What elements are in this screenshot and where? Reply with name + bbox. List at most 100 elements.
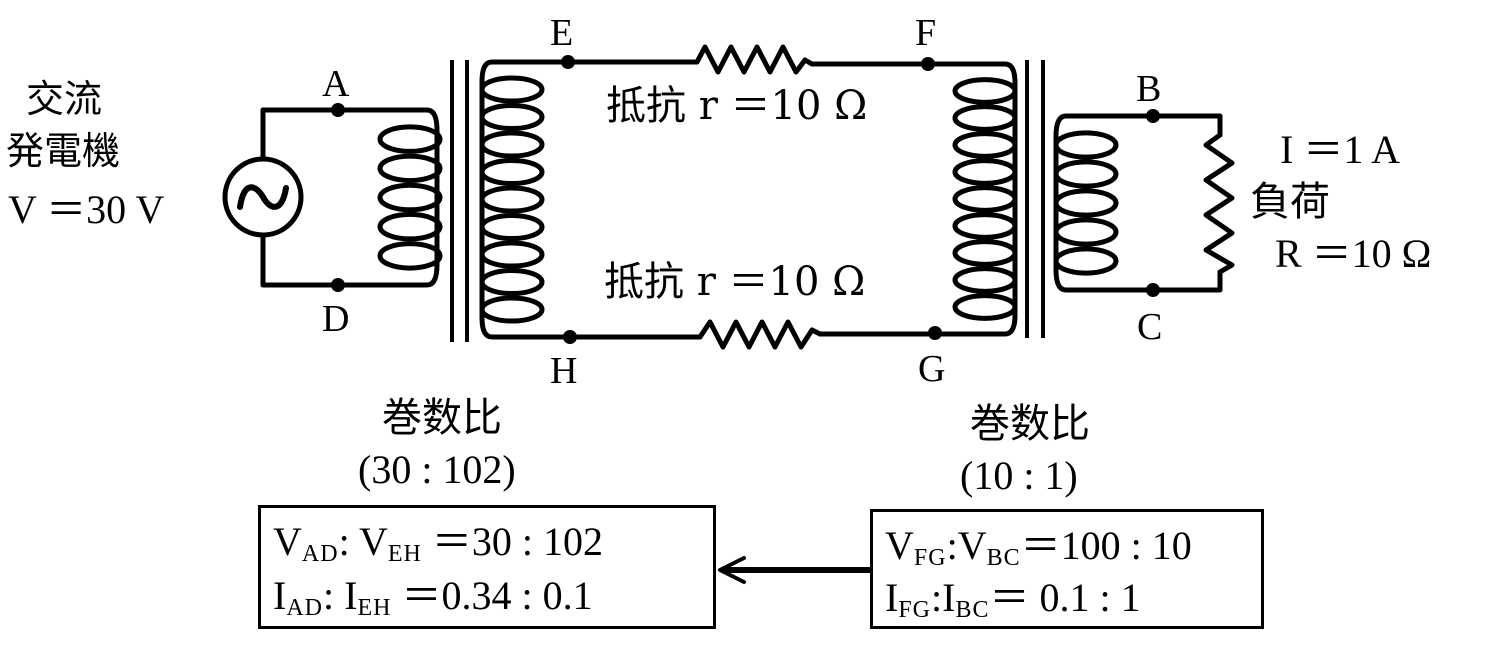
resistor-top-icon bbox=[694, 44, 815, 75]
coil-winding bbox=[397, 107, 440, 288]
generator-title-line1: 交流 bbox=[26, 77, 103, 121]
node-label-D: D bbox=[322, 298, 350, 340]
node-dot-B bbox=[1146, 109, 1160, 123]
node-dot-E bbox=[561, 55, 575, 69]
subscript: BC bbox=[955, 597, 990, 623]
node-label-F: F bbox=[915, 12, 937, 54]
node-label-B: B bbox=[1136, 68, 1162, 110]
turns-ratio-step-up: (30 : 102) bbox=[358, 447, 516, 492]
ac-source-icon bbox=[222, 156, 304, 238]
symbol-i: I bbox=[942, 575, 956, 620]
coil-loop bbox=[952, 158, 1018, 186]
subscript: EH bbox=[387, 541, 422, 567]
iron-core-step-up bbox=[450, 60, 469, 342]
coil-loop bbox=[479, 295, 545, 324]
coil-secondary-step-down bbox=[1053, 113, 1119, 293]
ratio-value: ＝30 : 102 bbox=[431, 519, 603, 564]
turns-ratio-title-step-down: 巻数比 bbox=[970, 401, 1090, 447]
line-resistor-top-label: 抵抗 r ＝10 Ω bbox=[606, 83, 868, 129]
coil-loop bbox=[952, 77, 1018, 105]
coil-winding bbox=[987, 61, 1018, 337]
coil-loop bbox=[479, 267, 545, 297]
load-current: I ＝1 A bbox=[1280, 127, 1400, 172]
equation-box-step-up: VAD: VEH ＝30 : 102 IAD: IEH ＝0.34 : 0.1 bbox=[258, 505, 716, 629]
symbol-v: V bbox=[358, 519, 388, 564]
symbol-v: V bbox=[273, 519, 302, 564]
coil-loop bbox=[952, 131, 1018, 159]
coil-loop bbox=[1053, 217, 1119, 247]
node-label-H: H bbox=[550, 350, 578, 392]
subscript: AD bbox=[286, 595, 323, 621]
symbol-i: I bbox=[344, 573, 358, 618]
symbol-v: V bbox=[957, 523, 987, 568]
subscript: FG bbox=[913, 545, 947, 571]
coil-loop bbox=[952, 185, 1018, 213]
current-ratio-step-down: IFG:IBC＝ 0.1 : 1 bbox=[885, 575, 1141, 623]
node-dot-C bbox=[1146, 283, 1160, 297]
node-label-E: E bbox=[550, 12, 574, 54]
generator-title-line2: 発電機 bbox=[6, 129, 121, 173]
coil-loop bbox=[952, 293, 1018, 321]
coil-loop bbox=[952, 266, 1018, 294]
separator: : bbox=[323, 573, 335, 618]
coil-loop bbox=[1053, 188, 1119, 218]
resistor-bottom-icon bbox=[697, 319, 823, 350]
load-resistor-icon bbox=[1203, 132, 1235, 275]
coil-loop bbox=[952, 104, 1018, 132]
voltage-ratio-step-down: VFG:VBC＝100 : 10 bbox=[885, 523, 1192, 571]
wire-B-top bbox=[1077, 113, 1223, 138]
symbol-i: I bbox=[273, 573, 287, 618]
coil-loop bbox=[479, 157, 545, 187]
node-dot-D bbox=[331, 278, 345, 292]
equation-box-step-down: VFG:VBC＝100 : 10 IFG:IBC＝ 0.1 : 1 bbox=[870, 509, 1264, 629]
line-resistor-bottom-label: 抵抗 r ＝10 Ω bbox=[604, 259, 866, 305]
node-dot-H bbox=[563, 330, 577, 344]
node-dot-G bbox=[928, 326, 942, 340]
coil-loop bbox=[1053, 246, 1119, 276]
coil-loop bbox=[479, 102, 545, 132]
coil-loop bbox=[479, 185, 545, 214]
symbol-i: I bbox=[885, 575, 899, 620]
separator: : bbox=[338, 519, 350, 564]
node-dot-A bbox=[331, 103, 345, 117]
coil-loop bbox=[479, 130, 545, 159]
coil-loop bbox=[377, 241, 443, 271]
coil-loop bbox=[377, 153, 443, 184]
current-ratio-step-up: IAD: IEH ＝0.34 : 0.1 bbox=[273, 573, 593, 621]
separator: : bbox=[931, 575, 943, 620]
separator: : bbox=[946, 523, 958, 568]
subscript: FG bbox=[898, 597, 932, 623]
coil-loop bbox=[1053, 130, 1119, 160]
coil-loop bbox=[952, 212, 1018, 240]
coil-loop bbox=[479, 75, 545, 104]
coil-loop bbox=[479, 240, 545, 269]
coil-loop bbox=[479, 212, 545, 242]
symbol-v: V bbox=[885, 523, 914, 568]
subscript: BC bbox=[986, 545, 1021, 571]
node-label-A: A bbox=[322, 63, 350, 105]
iron-core-step-down bbox=[1025, 60, 1045, 338]
wire-C-bottom bbox=[1077, 269, 1223, 293]
subscript: AD bbox=[301, 541, 339, 567]
subscript: EH bbox=[357, 595, 392, 621]
load-resistance: R ＝10 Ω bbox=[1275, 231, 1432, 276]
ratio-value: ＝100 : 10 bbox=[1020, 523, 1192, 568]
load-label: 負荷 bbox=[1250, 179, 1330, 225]
arrow-head-icon bbox=[718, 556, 746, 584]
coil-loop bbox=[377, 124, 443, 154]
coil-loop bbox=[377, 182, 443, 213]
node-label-G: G bbox=[918, 348, 946, 390]
ratio-value: ＝ 0.1 : 1 bbox=[989, 575, 1141, 620]
sine-wave-icon bbox=[237, 184, 289, 210]
coil-loop bbox=[952, 239, 1018, 267]
turns-ratio-title-step-up: 巻数比 bbox=[382, 395, 502, 441]
coil-primary-step-up bbox=[377, 107, 443, 288]
turns-ratio-step-down: (10 : 1) bbox=[960, 453, 1078, 498]
node-dot-F bbox=[921, 57, 935, 71]
generator-voltage: V ＝30 V bbox=[8, 187, 165, 232]
node-label-C: C bbox=[1137, 306, 1163, 348]
coil-loop bbox=[377, 211, 443, 242]
coil-loop bbox=[1053, 159, 1119, 189]
voltage-ratio-step-up: VAD: VEH ＝30 : 102 bbox=[273, 519, 603, 567]
